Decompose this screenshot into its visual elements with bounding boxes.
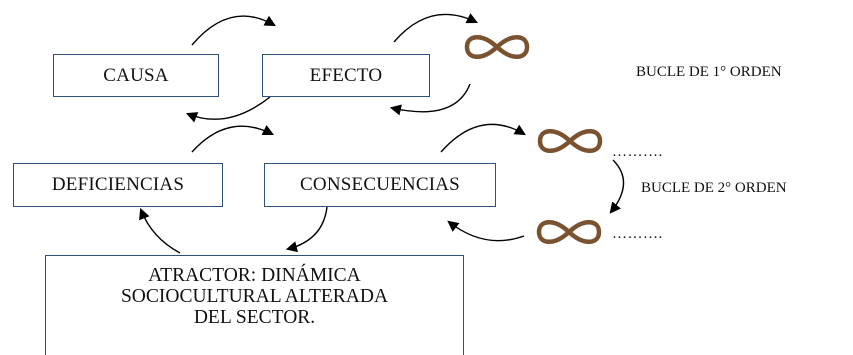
attractor-line-1: ATRACTOR: DINÁMICA	[148, 265, 361, 286]
arrow-causa-to-efecto	[191, 15, 276, 46]
infinity-icon	[464, 35, 530, 59]
efecto-box: EFECTO	[262, 54, 430, 97]
infinity-icon	[537, 129, 603, 153]
loop-1-label: BUCLE DE 1° ORDEN	[636, 64, 782, 80]
attractor-line-3: DEL SECTOR.	[193, 307, 316, 328]
arrow-consecuencias-to-infinity-2	[440, 123, 526, 153]
causa-box: CAUSA	[53, 54, 219, 97]
causa-label: CAUSA	[103, 64, 169, 86]
attractor-line-2: SOCIOCULTURAL ALTERADA	[120, 286, 389, 307]
ellipsis-upper: ……….	[612, 144, 663, 160]
arrow-efecto-to-infinity-1	[393, 13, 479, 43]
consecuencias-label: CONSECUENCIAS	[300, 174, 460, 195]
ellipsis-lower: ……….	[612, 226, 663, 242]
deficiencias-label: DEFICIENCIAS	[51, 174, 185, 195]
arrow-efecto-to-causa	[185, 96, 271, 123]
arrow-infinity-3-to-consecuencias	[447, 220, 525, 242]
efecto-label: EFECTO	[309, 64, 383, 86]
arrow-infinity-1-to-efecto	[389, 83, 471, 116]
arrow-layer	[139, 13, 625, 254]
attractor-box: ATRACTOR: DINÁMICA SOCIOCULTURAL ALTERAD…	[45, 255, 464, 355]
arrow-deficiencias-to-consecuencias	[191, 124, 275, 153]
infinity-icon	[536, 220, 602, 244]
deficiencias-box: DEFICIENCIAS	[13, 163, 223, 207]
arrow-loop2-bracket	[609, 159, 625, 214]
arrow-consecuencias-to-attractor	[285, 206, 328, 253]
arrow-attractor-to-deficiencias	[139, 207, 181, 254]
consecuencias-box: CONSECUENCIAS	[264, 163, 496, 207]
loop-2-label: BUCLE DE 2° ORDEN	[641, 180, 787, 196]
